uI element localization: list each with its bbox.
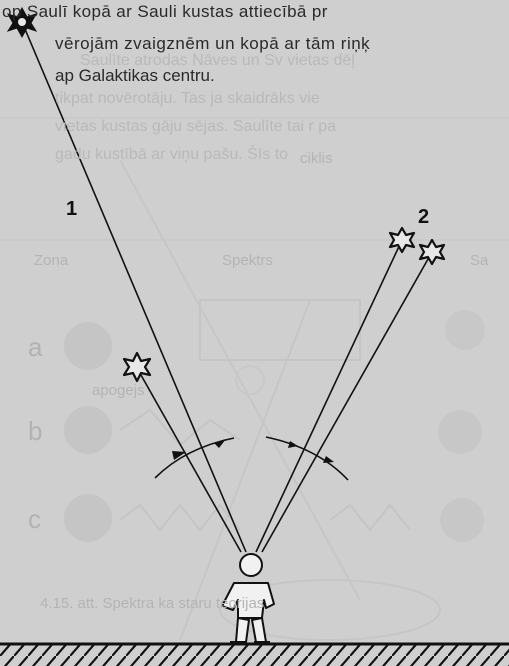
bleed-letter-a: a [28, 332, 42, 363]
bleed-label-zone: Zona [34, 252, 68, 269]
bleed-text-line-1: Saulīte atrodas Nāves un Sv vietas dēļ [80, 52, 355, 70]
star-2a-icon [390, 228, 414, 252]
bleed-text-line-4: gadu kustībā ar viņu pašu. Šīs to [55, 146, 288, 164]
bleed-label-spectrum: Spektrs [222, 252, 273, 269]
bleed-text-line-2: tikpat novērotāju. Tas ja skaidrāks vie [55, 90, 320, 108]
header-text-line-2: vērojām zvaigznēm un kopā ar tām riņķ [55, 34, 370, 54]
star-group-1-label: 1 [66, 198, 77, 221]
header-text-line-1: op Saulī kopā ar Sauli kustas attiecībā … [2, 2, 328, 22]
ground-hatched [0, 644, 509, 666]
bleed-letter-c: c [28, 504, 41, 535]
star-1-near-icon [124, 353, 150, 381]
bleed-label-apogee: apogejs [92, 382, 145, 399]
bleed-text-line-3: vietas kustas gāju sējas. Saulīte tai r … [55, 118, 336, 136]
parallax-angle-left [155, 438, 234, 478]
bleed-label-col3: Sa [470, 252, 488, 269]
bleed-caption: 4.15. att. Spektra ka staru teorijas [40, 595, 264, 612]
bleed-letter-b: b [28, 416, 42, 447]
star-group-2-label: 2 [418, 206, 429, 229]
bleed-label-epicycle: ciklis [300, 150, 333, 167]
star-2b-icon [420, 240, 444, 264]
